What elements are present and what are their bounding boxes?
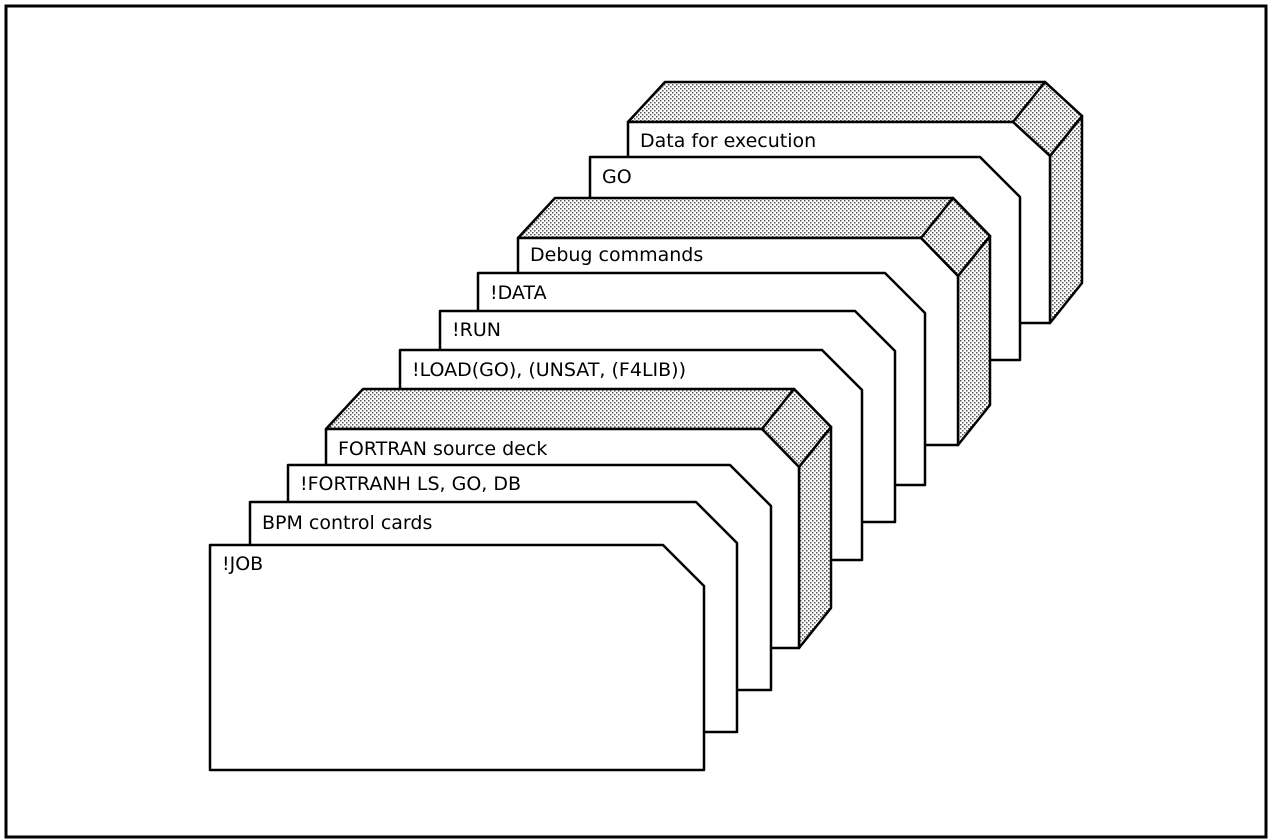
diagram-frame (4, 4, 1268, 839)
card-label-bpm: BPM control cards (262, 512, 432, 534)
card-label-go: GO (602, 166, 632, 188)
card-label-exec-data: Data for execution (640, 130, 816, 152)
card-label-data: !DATA (490, 282, 547, 304)
card-label-job: !JOB (222, 553, 263, 575)
card-label-debug: Debug commands (530, 244, 703, 266)
card-label-load: !LOAD(GO), (UNSAT, (F4LIB)) (412, 359, 686, 381)
card-label-fortranh: !FORTRANH LS, GO, DB (300, 473, 521, 495)
card-job-group: !JOB (208, 543, 706, 772)
card-job (208, 543, 706, 772)
card-label-fortran-deck: FORTRAN source deck (338, 438, 547, 460)
card-label-run: !RUN (452, 319, 501, 341)
